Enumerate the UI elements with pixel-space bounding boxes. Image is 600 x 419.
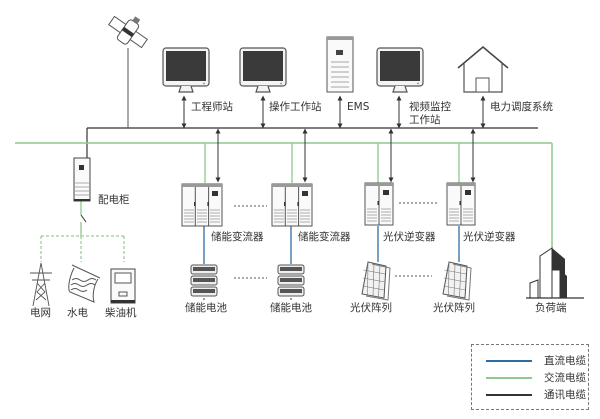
battery-1-stack-icon xyxy=(190,264,218,301)
video-station-label-line1: 视频监控 xyxy=(409,101,451,113)
video-station-monitor-icon xyxy=(376,47,424,93)
diesel-generator-icon xyxy=(110,268,136,304)
distribution-cabinet-label: 配电柜 xyxy=(98,194,130,206)
diesel-label: 柴油机 xyxy=(105,307,137,319)
load-building-icon xyxy=(526,247,584,299)
pcs-1-label: 储能变流器 xyxy=(211,231,264,243)
distribution-cabinet-icon xyxy=(73,157,91,202)
hydro-dam-icon xyxy=(68,264,101,303)
operator-station-label: 操作工作站 xyxy=(269,101,322,113)
pcs-2-cabinet-icon xyxy=(271,183,313,227)
legend-swatch-dc xyxy=(486,360,532,362)
inverter-2-label: 光伏逆变器 xyxy=(463,231,516,243)
dispatch-house-icon xyxy=(457,46,509,93)
pv-1-solar-panel-icon xyxy=(361,261,391,301)
inverter-1-cabinet-icon xyxy=(364,182,394,226)
battery-2-stack-icon xyxy=(277,264,305,301)
battery-1-label: 储能电池 xyxy=(185,302,227,314)
legend: 直流电缆 交流电缆 通讯电缆 xyxy=(471,344,589,410)
legend-item-ac: 交流电缆 xyxy=(472,371,590,385)
power-tower-icon xyxy=(30,262,52,307)
video-station-label-line2: 工作站 xyxy=(409,114,441,126)
legend-label-ac: 交流电缆 xyxy=(544,372,586,384)
switch-icon xyxy=(80,214,87,223)
satellite-icon xyxy=(108,15,148,49)
pv-2-label: 光伏阵列 xyxy=(433,302,475,314)
pv-1-label: 光伏阵列 xyxy=(350,302,392,314)
battery-2-label: 储能电池 xyxy=(270,302,312,314)
legend-item-comm: 通讯电缆 xyxy=(472,388,590,402)
legend-item-dc: 直流电缆 xyxy=(472,354,590,368)
legend-swatch-comm xyxy=(486,394,532,396)
ems-label: EMS xyxy=(347,101,370,113)
ems-server-cabinet-icon xyxy=(326,36,354,93)
inverter-2-cabinet-icon xyxy=(446,182,476,226)
engineer-station-label: 工程师站 xyxy=(191,101,233,113)
source-dashed-lines xyxy=(40,235,125,262)
dispatch-system-label: 电力调度系统 xyxy=(490,101,553,113)
engineer-station-monitor-icon xyxy=(162,47,210,93)
grid-label: 电网 xyxy=(30,307,51,319)
load-label: 负荷端 xyxy=(535,302,567,314)
legend-label-dc: 直流电缆 xyxy=(544,355,586,367)
legend-swatch-ac xyxy=(486,377,532,379)
operator-station-monitor-icon xyxy=(239,47,287,93)
legend-label-comm: 通讯电缆 xyxy=(544,389,586,401)
inverter-1-label: 光伏逆变器 xyxy=(383,231,436,243)
pcs-1-cabinet-icon xyxy=(181,183,223,227)
hydro-label: 水电 xyxy=(67,307,88,319)
pcs-2-label: 储能变流器 xyxy=(298,231,351,243)
pv-2-solar-panel-icon xyxy=(442,261,472,301)
